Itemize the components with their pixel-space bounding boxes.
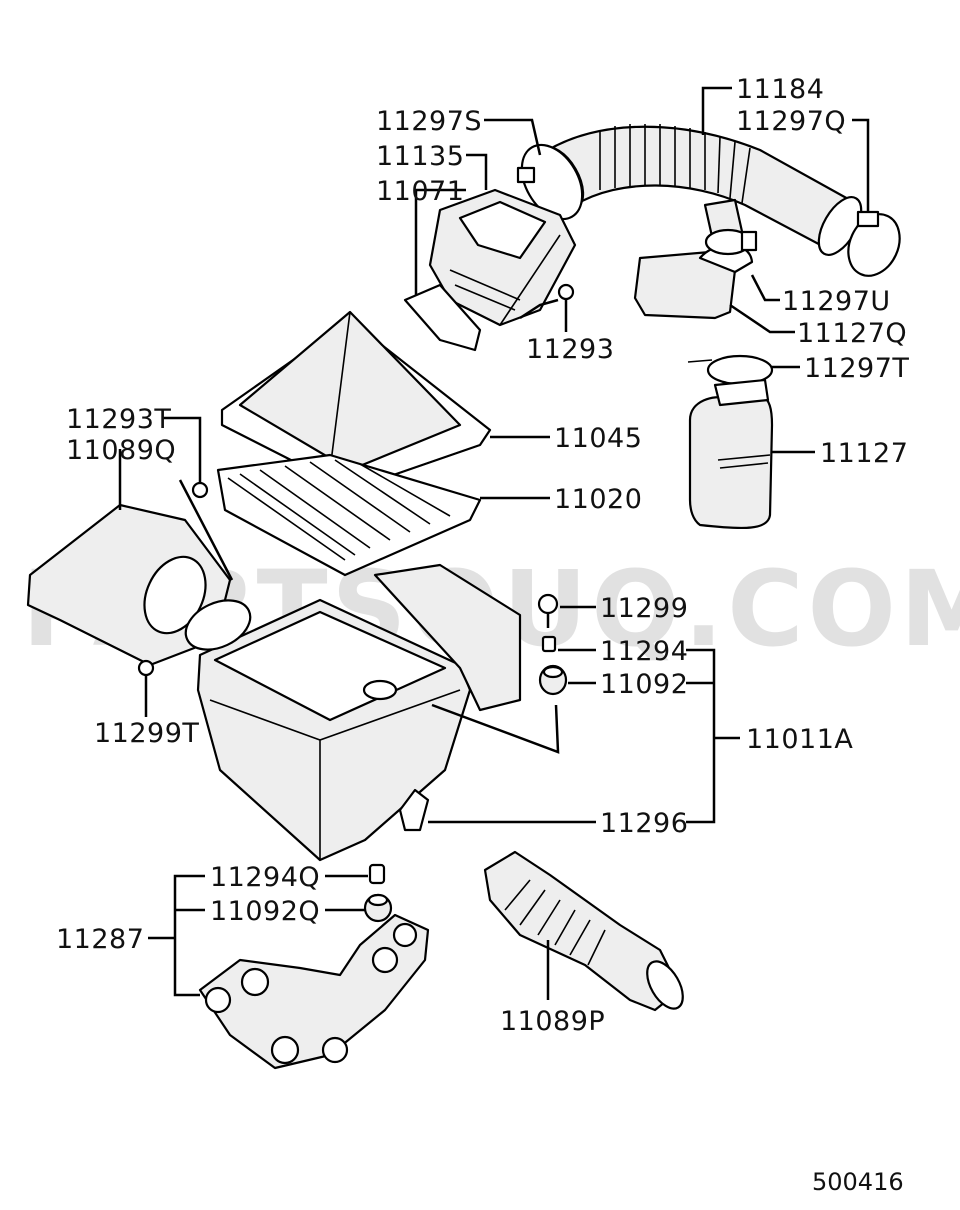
leader-lines — [118, 86, 870, 1000]
air-filter-element-11020 — [216, 453, 482, 577]
bracket-11287 — [198, 913, 430, 1070]
label-11297U: 11297U — [782, 286, 891, 317]
collar-11294Q — [368, 863, 386, 885]
label-11092: 11092 — [600, 669, 688, 700]
label-11135: 11135 — [376, 141, 464, 172]
label-11011A: 11011A — [746, 724, 853, 755]
label-11020: 11020 — [554, 484, 642, 515]
label-11293T: 11293T — [66, 404, 171, 435]
airflow-sensor-11135 — [428, 188, 577, 327]
resonator-11127 — [688, 378, 774, 530]
label-11089Q: 11089Q — [66, 435, 176, 466]
label-11127Q: 11127Q — [797, 318, 907, 349]
label-11299T: 11299T — [94, 718, 199, 749]
label-11127: 11127 — [820, 438, 908, 469]
label-11184: 11184 — [736, 74, 824, 105]
label-11299: 11299 — [600, 593, 688, 624]
label-11089P: 11089P — [500, 1006, 605, 1037]
clip-11296 — [398, 788, 430, 832]
label-11071: 11071 — [376, 176, 464, 207]
label-11297S: 11297S — [376, 106, 482, 137]
bolt-11293 — [519, 283, 575, 320]
grommet-11092 — [538, 664, 568, 696]
air-duct-11089P — [483, 850, 684, 1012]
clamp-11297U — [704, 228, 758, 256]
air-cleaner-cover-11045 — [220, 310, 492, 492]
bolt-11299T — [137, 659, 155, 677]
label-11297T: 11297T — [804, 353, 909, 384]
label-11296: 11296 — [600, 808, 688, 839]
bolt-11293T — [191, 481, 209, 499]
grommet-11092Q — [363, 893, 393, 923]
label-11293: 11293 — [526, 334, 614, 365]
label-11287: 11287 — [56, 924, 144, 955]
collar-11294 — [541, 635, 557, 653]
bolt-11299 — [537, 593, 559, 628]
diagram-code: 500416 — [812, 1168, 904, 1196]
label-11045: 11045 — [554, 423, 642, 454]
clamp-11297S — [516, 143, 584, 221]
label-11297Q: 11297Q — [736, 106, 846, 137]
label-11294Q: 11294Q — [210, 862, 320, 893]
gasket-11071 — [403, 283, 482, 352]
air-duct-11089Q — [26, 503, 232, 667]
label-11294: 11294 — [600, 636, 688, 667]
label-11092Q: 11092Q — [210, 896, 320, 927]
air-cleaner-case-11011A — [184, 563, 522, 862]
